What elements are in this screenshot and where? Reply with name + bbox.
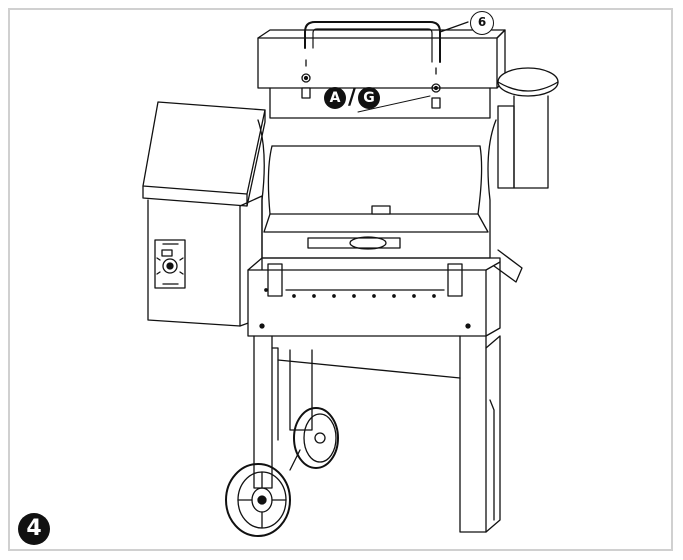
part-a-callout: A [324,87,346,109]
grill-body [247,119,501,337]
hopper [147,195,263,327]
controller-dial [156,249,184,275]
part-6-callout: 6 [470,11,494,35]
step-number-badge: 4 [18,513,50,545]
handle [304,21,469,63]
separator: / [348,85,357,110]
side-shelf [142,101,266,207]
smoke-stack [493,67,559,283]
wheel [225,407,339,537]
washer [303,75,439,91]
grill-lid [257,29,506,119]
screw [301,59,441,109]
part-g-callout: G [358,87,381,109]
parts-a-g-label: A / G [324,85,381,110]
